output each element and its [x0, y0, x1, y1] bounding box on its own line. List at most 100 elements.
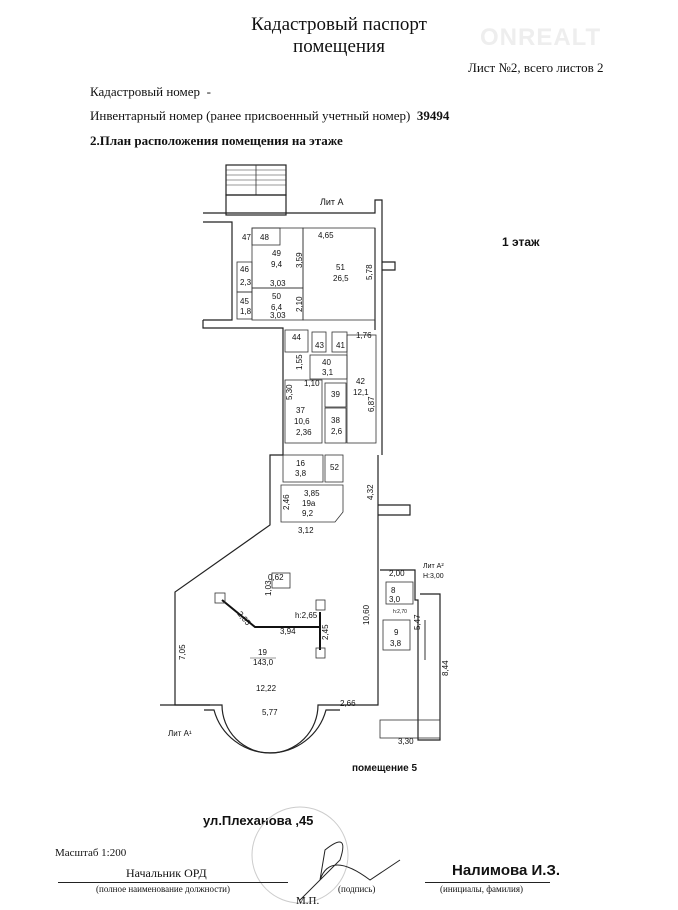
dim: 1,03: [264, 580, 273, 596]
dim: h:2,65: [295, 611, 318, 620]
room-46-area: 2,3: [240, 278, 252, 287]
dim: 6,87: [367, 396, 376, 412]
name-caption: (инициалы, фамилия): [440, 884, 523, 894]
room-19-area: 143,0: [253, 658, 274, 667]
room-42-no: 42: [356, 377, 365, 386]
room-52: 52: [330, 463, 339, 472]
plan-line: [210, 704, 352, 754]
room-16-area: 3,8: [295, 469, 307, 478]
cadastral-label: Кадастровый номер: [90, 84, 201, 99]
room-47: 47: [242, 233, 251, 242]
dim: 3,59: [295, 252, 304, 268]
dim: 2,45: [321, 624, 330, 640]
room-19-no: 19: [258, 648, 267, 657]
dim: 5,47: [413, 614, 422, 630]
inventory-number: Инвентарный номер (ранее присвоенный уче…: [90, 108, 449, 124]
dim: 3,03: [270, 311, 286, 320]
room-38-area: 2,6: [331, 427, 343, 436]
room-46-no: 46: [240, 265, 249, 274]
room-19a-area: 9,2: [302, 509, 314, 518]
room-48: 48: [260, 233, 269, 242]
section-title: 2.План расположения помещения на этаже: [90, 133, 343, 148]
dim: 3,94: [280, 627, 296, 636]
plan-line: [324, 382, 347, 408]
room-49-no: 49: [272, 249, 281, 258]
sheet-number: Лист №2, всего листов 2: [468, 60, 604, 75]
plan-line: [284, 329, 309, 353]
room-8-no: 8: [391, 586, 396, 595]
room-44: 44: [292, 333, 301, 342]
plan-line: [385, 581, 414, 605]
dim: 2,00: [389, 569, 405, 578]
room-39: 39: [331, 390, 340, 399]
dim: 4,32: [366, 484, 375, 500]
scale-label: Масштаб 1:200: [55, 847, 127, 859]
plan-line: [271, 572, 291, 589]
dim: 2,36: [296, 428, 312, 437]
lit-a2-label: Лит А²: [423, 563, 444, 570]
watermark-logo: ONREALT: [480, 24, 602, 51]
dim: 7,05: [178, 644, 187, 660]
room-42-area: 12,1: [353, 388, 369, 397]
lit-a1-label: Лит А¹: [168, 729, 192, 738]
plan-line: [379, 719, 441, 739]
rooms: [214, 227, 441, 741]
plan-line: [302, 227, 376, 321]
dim: 8,44: [441, 660, 450, 676]
room-37-no: 37: [296, 406, 305, 415]
plan-line: [284, 379, 323, 444]
signature: [299, 841, 401, 901]
room-40-no: 40: [322, 358, 331, 367]
signature-caption: (подпись): [338, 884, 376, 894]
room-51-area: 26,5: [333, 274, 349, 283]
room-50-area: 6,4: [271, 303, 283, 312]
room-45-area: 1,8: [240, 307, 252, 316]
plan-line: [378, 261, 411, 516]
room-51-no: 51: [336, 263, 345, 272]
dim: h:2,70: [393, 609, 407, 615]
dim: 1,10: [304, 379, 320, 388]
dim: 2,46: [282, 494, 291, 510]
lit-a-label: Лит А: [320, 197, 344, 207]
room-9-no: 9: [394, 628, 399, 637]
room-16-no: 16: [296, 459, 305, 468]
dim: 1,76: [356, 331, 372, 340]
inventory-value: 39494: [416, 108, 450, 123]
dim: 1,55: [295, 354, 304, 370]
plan-line: [324, 407, 347, 444]
room-45-no: 45: [240, 297, 249, 306]
plan-line: [204, 709, 340, 754]
stamp-place: М.П.: [296, 895, 320, 907]
room-37-area: 10,6: [294, 417, 310, 426]
room-38-no: 38: [331, 416, 340, 425]
dim: 3,12: [298, 526, 314, 535]
room-19a-no: 19а: [302, 499, 316, 508]
cadastral-value: -: [206, 84, 211, 99]
dim: 10,60: [362, 604, 371, 625]
dim: 5,78: [365, 264, 374, 280]
staircase: [225, 164, 287, 216]
room-49-area: 9,4: [271, 260, 283, 269]
dim: 3,03: [270, 279, 286, 288]
doc-title-line2: помещения: [293, 36, 385, 57]
stamp: [251, 806, 349, 904]
position-value: Начальник ОРД: [126, 866, 207, 880]
dim: 4,65: [318, 231, 334, 240]
plan-labels: Лит А 1 этаж 48 47 49 9,4 46 2,3 45 1,8 …: [168, 197, 540, 828]
plan-line: [324, 454, 344, 483]
dim: 0,62: [268, 573, 284, 582]
plan-line: [382, 619, 411, 651]
room-9-area: 3,8: [390, 639, 402, 648]
plan-line: [225, 194, 287, 216]
plan-line: [311, 331, 327, 353]
plan-line: [282, 454, 324, 483]
plan-line: [280, 484, 344, 523]
room-8-area: 3,0: [389, 595, 401, 604]
plan-line: [214, 592, 226, 604]
plan-line: [226, 169, 286, 186]
room-50-no: 50: [272, 292, 281, 301]
position-caption: (полное наименование должности): [96, 884, 230, 894]
dim: 5,30: [285, 384, 294, 400]
